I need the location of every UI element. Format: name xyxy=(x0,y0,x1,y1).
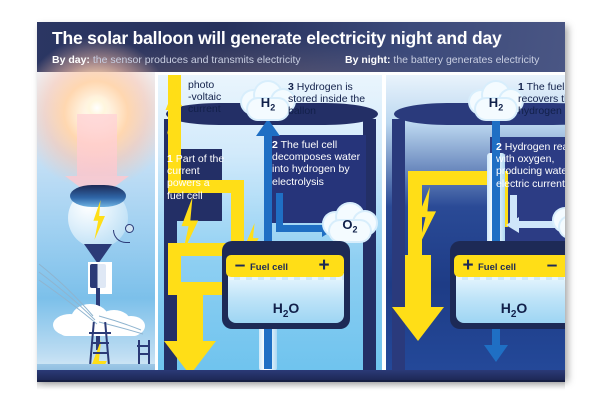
subtitle-day-label: By day: xyxy=(52,54,90,66)
current-conduit-s2-day xyxy=(231,180,244,256)
current-out-arrow-night xyxy=(392,255,444,341)
card-drop-shadow xyxy=(37,380,565,390)
subtitle-night-label: By night: xyxy=(345,54,391,66)
hydrogen-down-arrow-night xyxy=(482,121,510,365)
water-label-day: H2O xyxy=(272,300,300,320)
battery-minus-night: – xyxy=(546,255,558,276)
sunlight-arrow xyxy=(65,114,129,200)
pylon-main xyxy=(89,321,111,365)
oxygen-riser-night xyxy=(510,195,517,225)
pv-current-label-day: photo -voltaic current xyxy=(188,79,222,116)
balloon-rigging xyxy=(84,244,112,266)
battery-name-day: Fuel cell xyxy=(250,262,289,273)
note-3-number-day: 3 xyxy=(288,81,294,93)
note-3-day: 3 Hydrogen is stored inside the ballon xyxy=(288,81,382,118)
current-conduit-left-night xyxy=(408,171,422,263)
note-1-number-night: 1 xyxy=(518,81,524,93)
balloon-wall-right-day xyxy=(363,119,376,375)
antenna-icon xyxy=(111,224,134,246)
hydrogen-label-night: H2 xyxy=(488,95,504,113)
balloon-solar-cap xyxy=(70,185,126,207)
card-base-shadow xyxy=(37,370,565,382)
fuel-cell-battery-night: + Fuel cell – H2O xyxy=(450,241,565,329)
hydrogen-label-day: H2 xyxy=(260,95,276,113)
note-1-text-day: Part of the current powers a fuel cell xyxy=(167,153,225,202)
note-2-day: 2 The fuel cell decomposes water into hy… xyxy=(272,139,364,188)
current-out-arrow-day xyxy=(164,291,216,375)
battery-plus-night: + xyxy=(462,255,474,276)
current-conduit-bend-day xyxy=(168,121,181,193)
panel-by-day: H2 O2 – Fuel cell + xyxy=(155,72,385,378)
infographic-card: The solar balloon will generate electric… xyxy=(37,22,565,378)
oxygen-label-day: O2 xyxy=(342,217,358,235)
note-1-night: 1 The fuel cell recovers the hydrogen xyxy=(518,81,565,118)
note-2-number-day: 2 xyxy=(272,139,278,151)
battery-terminal-bar-day xyxy=(226,255,344,277)
oxygen-bubble-day: O2 xyxy=(322,203,378,247)
battery-plus-day: + xyxy=(318,255,330,276)
solar-balloon-scene xyxy=(37,38,171,378)
note-1-day: 1 Part of the current powers a fuel cell xyxy=(167,153,227,202)
power-lines xyxy=(38,263,144,335)
sensor-icon xyxy=(90,264,106,288)
battery-name-night: Fuel cell xyxy=(478,262,517,273)
page-title: The solar balloon will generate electric… xyxy=(52,28,502,48)
battery-water-night xyxy=(456,275,565,323)
header-band: The solar balloon will generate electric… xyxy=(37,22,565,78)
note-2-text-night: Hydrogen reacts with oxygen, producing w… xyxy=(496,141,565,190)
oxygen-bubble-night: O2 xyxy=(552,199,565,243)
note-2-night: 2 Hydrogen reacts with oxygen, producing… xyxy=(496,141,565,190)
cloud-icon xyxy=(53,302,145,336)
fuel-cell-battery-day: – Fuel cell + H2O xyxy=(222,241,350,329)
subtitle-day-text: the sensor produces and transmits electr… xyxy=(89,54,301,66)
note-2-text-day: The fuel cell decomposes water into hydr… xyxy=(272,139,361,188)
water-label-night: H2O xyxy=(500,300,528,320)
oxygen-riser-day xyxy=(276,193,283,229)
oxygen-label-night: O2 xyxy=(552,213,565,231)
panel-by-night: H2 O2 + Fuel cell – xyxy=(383,72,565,378)
note-1-number-day: 1 xyxy=(167,153,173,165)
battery-water-day xyxy=(228,275,344,323)
note-3-text-day: Hydrogen is stored inside the ballon xyxy=(288,81,366,118)
hydrogen-bubble-day: H2 xyxy=(240,81,296,125)
subtitle-night: By night: the battery generates electric… xyxy=(345,54,539,66)
battery-minus-day: – xyxy=(234,255,246,276)
pylon-far xyxy=(137,340,151,364)
lightning-bolt-icon xyxy=(93,200,105,240)
hydrogen-bubble-night: H2 xyxy=(468,81,524,125)
battery-terminal-bar-night xyxy=(454,255,565,277)
subtitle-night-text: the battery generates electricity xyxy=(390,54,540,66)
current-conduit-top-night xyxy=(408,171,508,185)
current-conduit-s1-day xyxy=(168,180,244,193)
note-1-text-night: The fuel cell recovers the hydrogen xyxy=(518,81,565,118)
note-2-number-night: 2 xyxy=(496,141,502,153)
subtitle-day: By day: the sensor produces and transmit… xyxy=(52,54,301,66)
